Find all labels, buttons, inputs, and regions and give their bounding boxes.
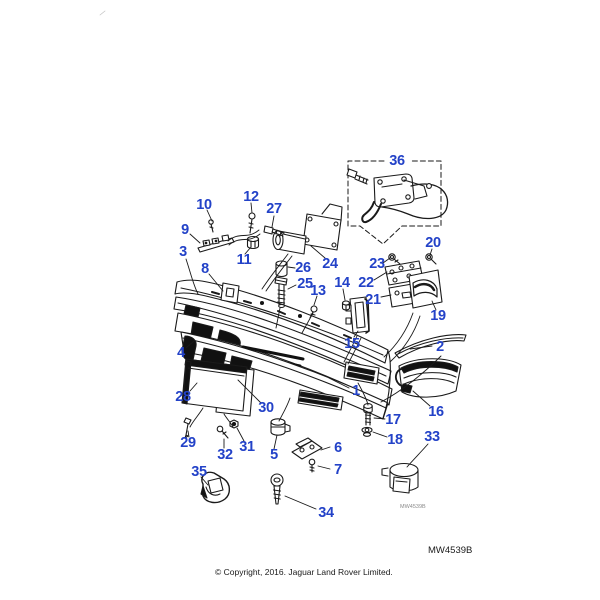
callout-29[interactable]: 29: [180, 434, 196, 451]
callout-25[interactable]: 25: [297, 275, 313, 292]
part-bumper-assembly: [173, 279, 393, 420]
fastener-18-nut: [361, 426, 373, 437]
callout-2[interactable]: 2: [436, 338, 444, 355]
callout-19[interactable]: 19: [430, 307, 446, 324]
part-19-side-lamp: [408, 269, 443, 309]
fastener-17-bolt: [363, 403, 373, 426]
part-36-tow-hitch-kit-box: [346, 160, 449, 245]
fastener-27-bolt: [263, 225, 285, 237]
callout-23[interactable]: 23: [369, 255, 385, 272]
callout-22[interactable]: 22: [358, 274, 374, 291]
fastener-29-screw: [183, 417, 192, 439]
part-28-number-plate-plinth: [181, 358, 255, 417]
callout-13[interactable]: 13: [310, 282, 326, 299]
scan-artifact: [99, 10, 106, 16]
callout-12[interactable]: 12: [243, 188, 259, 205]
fastener-10-screw: [208, 219, 214, 233]
callout-7[interactable]: 7: [334, 461, 342, 478]
fastener-14-nut: [341, 300, 351, 311]
callout-33[interactable]: 33: [424, 428, 440, 445]
part-15-side-bracket: [345, 296, 370, 334]
part-9-clip-bracket: [197, 234, 235, 253]
callout-8[interactable]: 8: [201, 260, 209, 277]
part-16-end-cap: [394, 358, 462, 398]
callout-9[interactable]: 9: [181, 221, 189, 238]
fastener-23-screw: [388, 253, 401, 265]
part-6-bracket: [291, 437, 323, 460]
callout-20[interactable]: 20: [425, 234, 441, 251]
drawing-code: MW4539B: [428, 545, 473, 556]
callout-31[interactable]: 31: [239, 438, 255, 455]
callout-16[interactable]: 16: [428, 403, 444, 420]
fastener-12-screw: [248, 212, 256, 234]
callout-3[interactable]: 3: [179, 243, 187, 260]
callout-26[interactable]: 26: [295, 259, 311, 276]
fastener-26-bushing: [275, 260, 288, 278]
leader-lines: [185, 202, 437, 510]
callout-27[interactable]: 27: [266, 200, 282, 217]
callout-1[interactable]: 1: [352, 382, 360, 399]
fastener-20-screw: [425, 253, 437, 265]
part-2-trim-strip: [394, 334, 467, 359]
fastener-5-buffer: [270, 418, 291, 436]
callout-30[interactable]: 30: [258, 399, 274, 416]
callout-14[interactable]: 14: [334, 274, 350, 291]
callout-36[interactable]: 36: [389, 152, 405, 169]
part-33-fog-lamp-cover: [381, 462, 419, 494]
callout-24[interactable]: 24: [322, 255, 338, 272]
callout-17[interactable]: 17: [385, 411, 401, 428]
callout-21[interactable]: 21: [365, 291, 381, 308]
part-35-spring-clip: [200, 471, 231, 504]
callout-28[interactable]: 28: [175, 388, 191, 405]
callout-15[interactable]: 15: [344, 335, 360, 352]
callout-4[interactable]: 4: [177, 344, 185, 361]
callout-6[interactable]: 6: [334, 439, 342, 456]
callout-10[interactable]: 10: [196, 196, 212, 213]
connection-curves: [189, 229, 442, 428]
callout-32[interactable]: 32: [217, 446, 233, 463]
fastener-34-screw: [270, 473, 284, 505]
callout-5[interactable]: 5: [270, 446, 278, 463]
fastener-7-screw: [308, 458, 316, 473]
fastener-25-bolt: [274, 276, 288, 309]
callout-11[interactable]: 11: [236, 251, 252, 268]
fastener-32-screw: [216, 425, 229, 439]
copyright-text: © Copyright, 2016. Jaguar Land Rover Lim…: [215, 567, 393, 577]
callout-35[interactable]: 35: [191, 463, 207, 480]
part-24-mounting-bracket: [272, 203, 343, 255]
callout-34[interactable]: 34: [318, 504, 334, 521]
callout-18[interactable]: 18: [387, 431, 403, 448]
drawing-code-watermark: MW4539B: [400, 504, 426, 510]
